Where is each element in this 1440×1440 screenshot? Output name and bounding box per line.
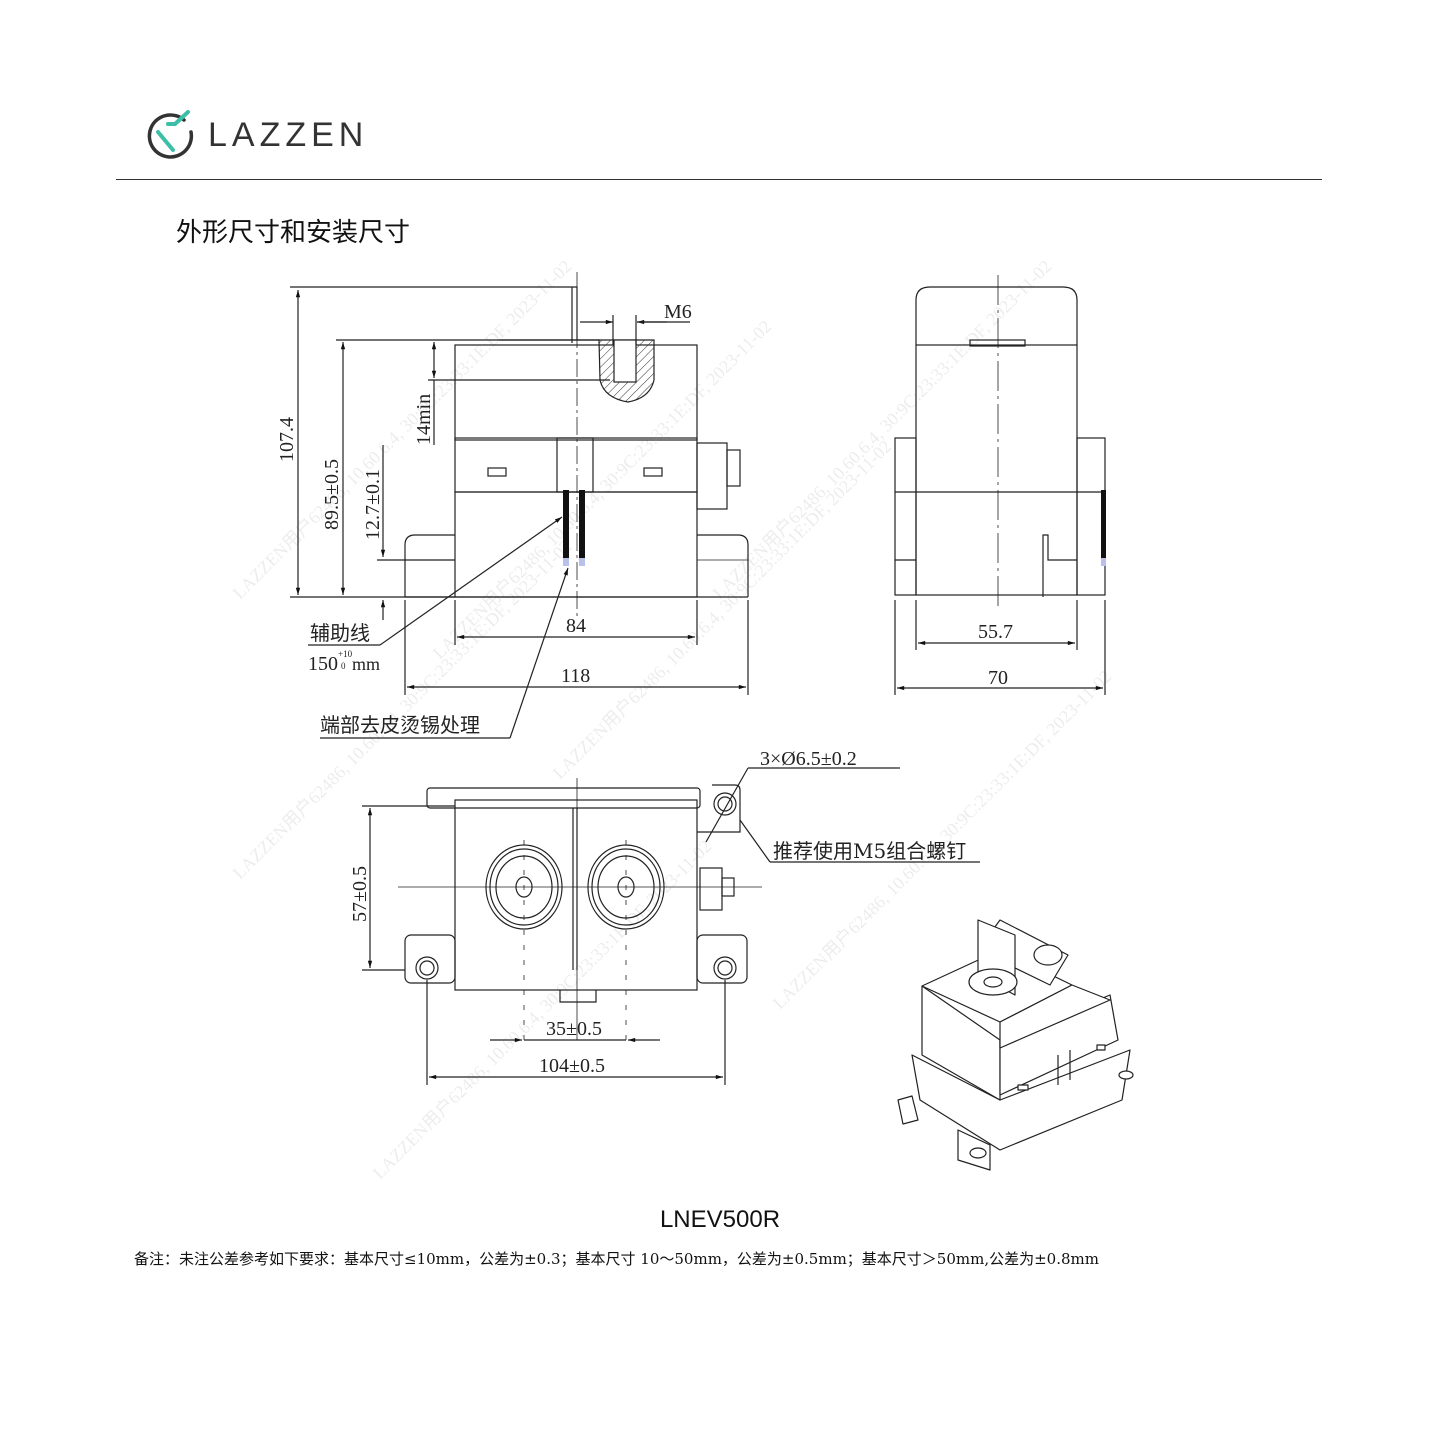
dim-height-lead: 12.7±0.1 [362, 469, 384, 540]
dim-hole-pitch: 104±0.5 [539, 1055, 605, 1077]
dim-outer-width: 70 [988, 667, 1008, 689]
side-view [894, 275, 1106, 695]
side-view-labels: 55.7 70 [978, 621, 1013, 689]
dim-width-body: 84 [566, 615, 586, 637]
top-view [362, 767, 980, 1085]
aux-wire-tol-lower: 0 [341, 661, 346, 671]
aux-wire-length: 150 [308, 653, 338, 675]
header-divider [116, 179, 1322, 180]
aux-wire-label: 辅助线 [310, 621, 370, 645]
aux-wire-tol-upper: +10 [338, 649, 353, 659]
front-view [290, 272, 749, 739]
tinning-label: 端部去皮烫锡处理 [320, 713, 480, 737]
dim-thread-depth: 14min [413, 394, 435, 445]
dim-height-total: 107.4 [276, 417, 298, 462]
logo-mark-icon [147, 110, 194, 159]
brand-name: LAZZEN [208, 115, 369, 154]
section-title: 外形尺寸和安装尺寸 [176, 218, 411, 248]
dim-width-total: 118 [561, 665, 590, 687]
model-name: LNEV500R [659, 1206, 781, 1233]
svg-text:LAZZEN用户62486, 10.60.6.4, 30:9: LAZZEN用户62486, 10.60.6.4, 30:9C:23:33:1E… [709, 256, 1056, 603]
svg-text:LAZZEN用户62486, 10.60.6.4, 30:9: LAZZEN用户62486, 10.60.6.4, 30:9C:23:33:1E… [229, 536, 576, 883]
top-view-labels: 3×Ø6.5±0.2 57±0.5 35±0.5 104±0.5 推荐使用M5组… [349, 748, 966, 1077]
dim-height-body: 89.5±0.5 [321, 459, 343, 530]
dim-inner-width: 55.7 [978, 621, 1013, 643]
brand-logo: LAZZEN [146, 110, 368, 160]
tolerance-note: 备注：未注公差参考如下要求：基本尺寸≤10mm，公差为±0.3；基本尺寸 10～… [134, 1250, 1099, 1268]
screw-callout: 推荐使用M5组合螺钉 [773, 839, 966, 863]
dim-depth: 57±0.5 [349, 866, 371, 922]
dim-holes: 3×Ø6.5±0.2 [760, 748, 857, 770]
aux-wire-unit: mm [352, 654, 380, 674]
isometric-view [897, 919, 1134, 1171]
front-view-labels: 107.4 89.5±0.5 12.7±0.1 14min M6 84 118 … [276, 301, 692, 737]
dim-thread: M6 [664, 301, 692, 323]
dim-terminal-pitch: 35±0.5 [546, 1018, 602, 1040]
